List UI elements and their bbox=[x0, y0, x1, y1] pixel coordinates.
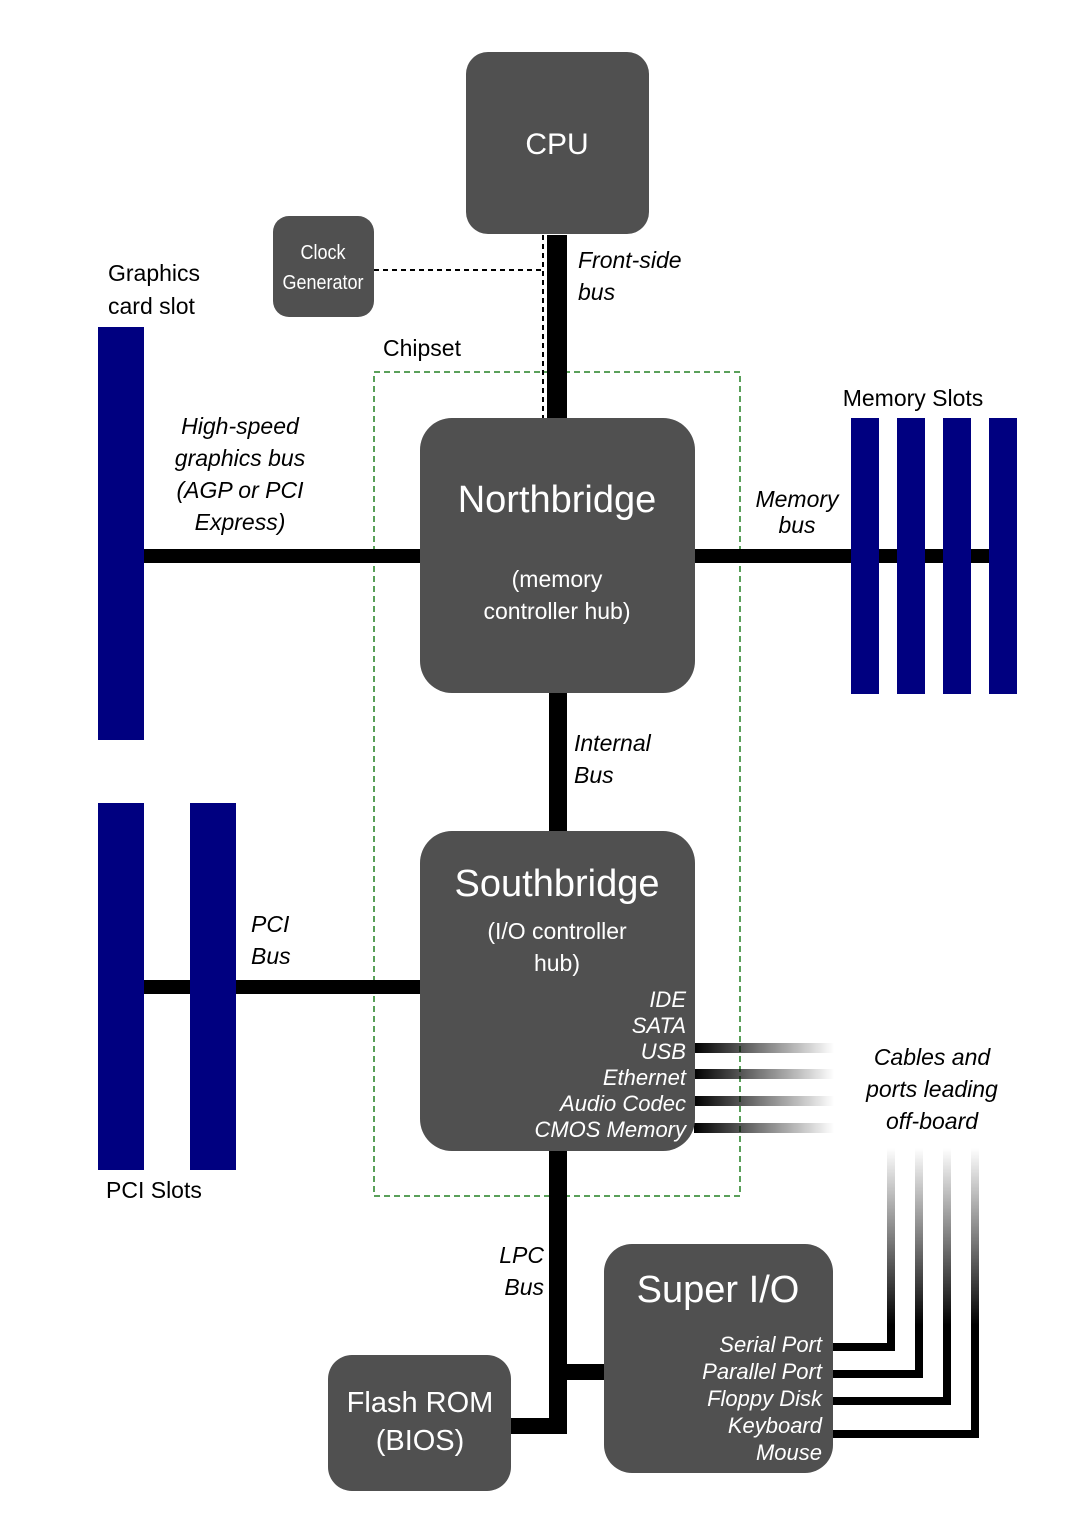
flash-rom-line1: Flash ROM bbox=[347, 1387, 494, 1419]
chipset-label: Chipset bbox=[383, 335, 462, 361]
lpc-bus-label-line2: Bus bbox=[504, 1274, 544, 1300]
superio-line bbox=[971, 1148, 979, 1438]
offboard-label-line1: Cables and bbox=[874, 1044, 992, 1070]
graphics-bus-label-line2: graphics bus bbox=[175, 445, 306, 471]
memory-slot bbox=[943, 418, 971, 694]
memory-slot bbox=[851, 418, 879, 694]
southbridge-box bbox=[420, 831, 695, 1151]
southbridge-port: Ethernet bbox=[603, 1065, 687, 1090]
superio-title: Super I/O bbox=[637, 1269, 800, 1311]
superio-line bbox=[832, 1397, 948, 1405]
internal-bus-label-line1: Internal bbox=[574, 730, 652, 756]
superio-port: Floppy Disk bbox=[707, 1386, 823, 1411]
southbridge-port: USB bbox=[641, 1039, 686, 1064]
offboard-line bbox=[694, 1123, 834, 1133]
fsb-label-line1: Front-side bbox=[578, 247, 682, 273]
memory-slot bbox=[897, 418, 925, 694]
lpc-bus-vertical bbox=[549, 1150, 567, 1434]
northbridge-title: Northbridge bbox=[458, 479, 657, 521]
offboard-line bbox=[694, 1096, 834, 1106]
superio-port: Keyboard bbox=[728, 1413, 823, 1438]
lpc-bus-to-superio bbox=[567, 1364, 607, 1380]
pci-slot bbox=[190, 803, 236, 1170]
graphics-bus bbox=[144, 549, 422, 563]
graphics-bus-label-line1: High-speed bbox=[181, 413, 300, 439]
offboard-label-line3: off-board bbox=[886, 1108, 979, 1134]
offboard-line bbox=[694, 1043, 834, 1053]
superio-line bbox=[887, 1148, 895, 1351]
superio-port: Serial Port bbox=[719, 1332, 823, 1357]
superio-line bbox=[832, 1370, 920, 1378]
southbridge-title: Southbridge bbox=[455, 863, 660, 905]
offboard-label-line2: ports leading bbox=[865, 1076, 998, 1102]
graphics-slot-label-line1: Graphics bbox=[108, 260, 200, 286]
internal-bus-label-line2: Bus bbox=[574, 762, 614, 788]
northbridge-subtitle-line1: (memory bbox=[512, 566, 603, 592]
front-side-bus bbox=[547, 235, 567, 420]
graphics-slot-label-line2: card slot bbox=[108, 293, 196, 319]
lpc-bus-to-flash bbox=[508, 1418, 567, 1434]
superio-port: Parallel Port bbox=[702, 1359, 823, 1384]
fsb-label-line2: bus bbox=[578, 279, 616, 305]
southbridge-port: IDE bbox=[649, 987, 686, 1012]
clock-label-line1: Clock bbox=[301, 242, 346, 264]
pci-bus-label-line1: PCI bbox=[251, 911, 290, 937]
clock-generator-box bbox=[273, 216, 374, 317]
cpu-box bbox=[466, 52, 649, 234]
superio-line bbox=[832, 1430, 976, 1438]
superio-box bbox=[604, 1244, 833, 1473]
memory-bus-label-line1: Memory bbox=[755, 486, 840, 512]
southbridge-port: Audio Codec bbox=[558, 1091, 686, 1116]
graphics-card-slot bbox=[98, 327, 144, 740]
lpc-bus-label-line1: LPC bbox=[499, 1242, 544, 1268]
memory-bus-label-line2: bus bbox=[778, 512, 816, 538]
southbridge-subtitle-line1: (I/O controller bbox=[487, 918, 627, 944]
superio-line bbox=[915, 1148, 923, 1378]
pci-slot bbox=[98, 803, 144, 1170]
pci-slots-label: PCI Slots bbox=[106, 1177, 202, 1203]
pci-bus-label-line2: Bus bbox=[251, 943, 291, 969]
internal-bus bbox=[549, 692, 567, 834]
pci-bus-gap bbox=[144, 980, 190, 994]
southbridge-port: SATA bbox=[632, 1013, 686, 1038]
clock-label-line2: Generator bbox=[282, 272, 364, 294]
superio-line bbox=[832, 1343, 892, 1351]
graphics-bus-label-line4: Express) bbox=[195, 509, 286, 535]
graphics-bus-label-line3: (AGP or PCI bbox=[177, 477, 305, 503]
memory-slots-label: Memory Slots bbox=[843, 385, 984, 411]
flash-rom-line2: (BIOS) bbox=[376, 1425, 465, 1457]
memory-bus-gap bbox=[925, 549, 943, 563]
memory-bus-gap bbox=[971, 549, 989, 563]
flash-rom-box bbox=[328, 1355, 511, 1491]
memory-bus-gap bbox=[879, 549, 897, 563]
southbridge-port: CMOS Memory bbox=[534, 1117, 688, 1142]
superio-port: Mouse bbox=[756, 1440, 822, 1465]
offboard-line bbox=[694, 1069, 834, 1079]
southbridge-subtitle-line2: hub) bbox=[534, 950, 580, 976]
cpu-label: CPU bbox=[525, 128, 588, 161]
superio-line bbox=[943, 1148, 951, 1405]
northbridge-box bbox=[420, 418, 695, 693]
memory-slot bbox=[989, 418, 1017, 694]
northbridge-subtitle-line2: controller hub) bbox=[483, 598, 630, 624]
